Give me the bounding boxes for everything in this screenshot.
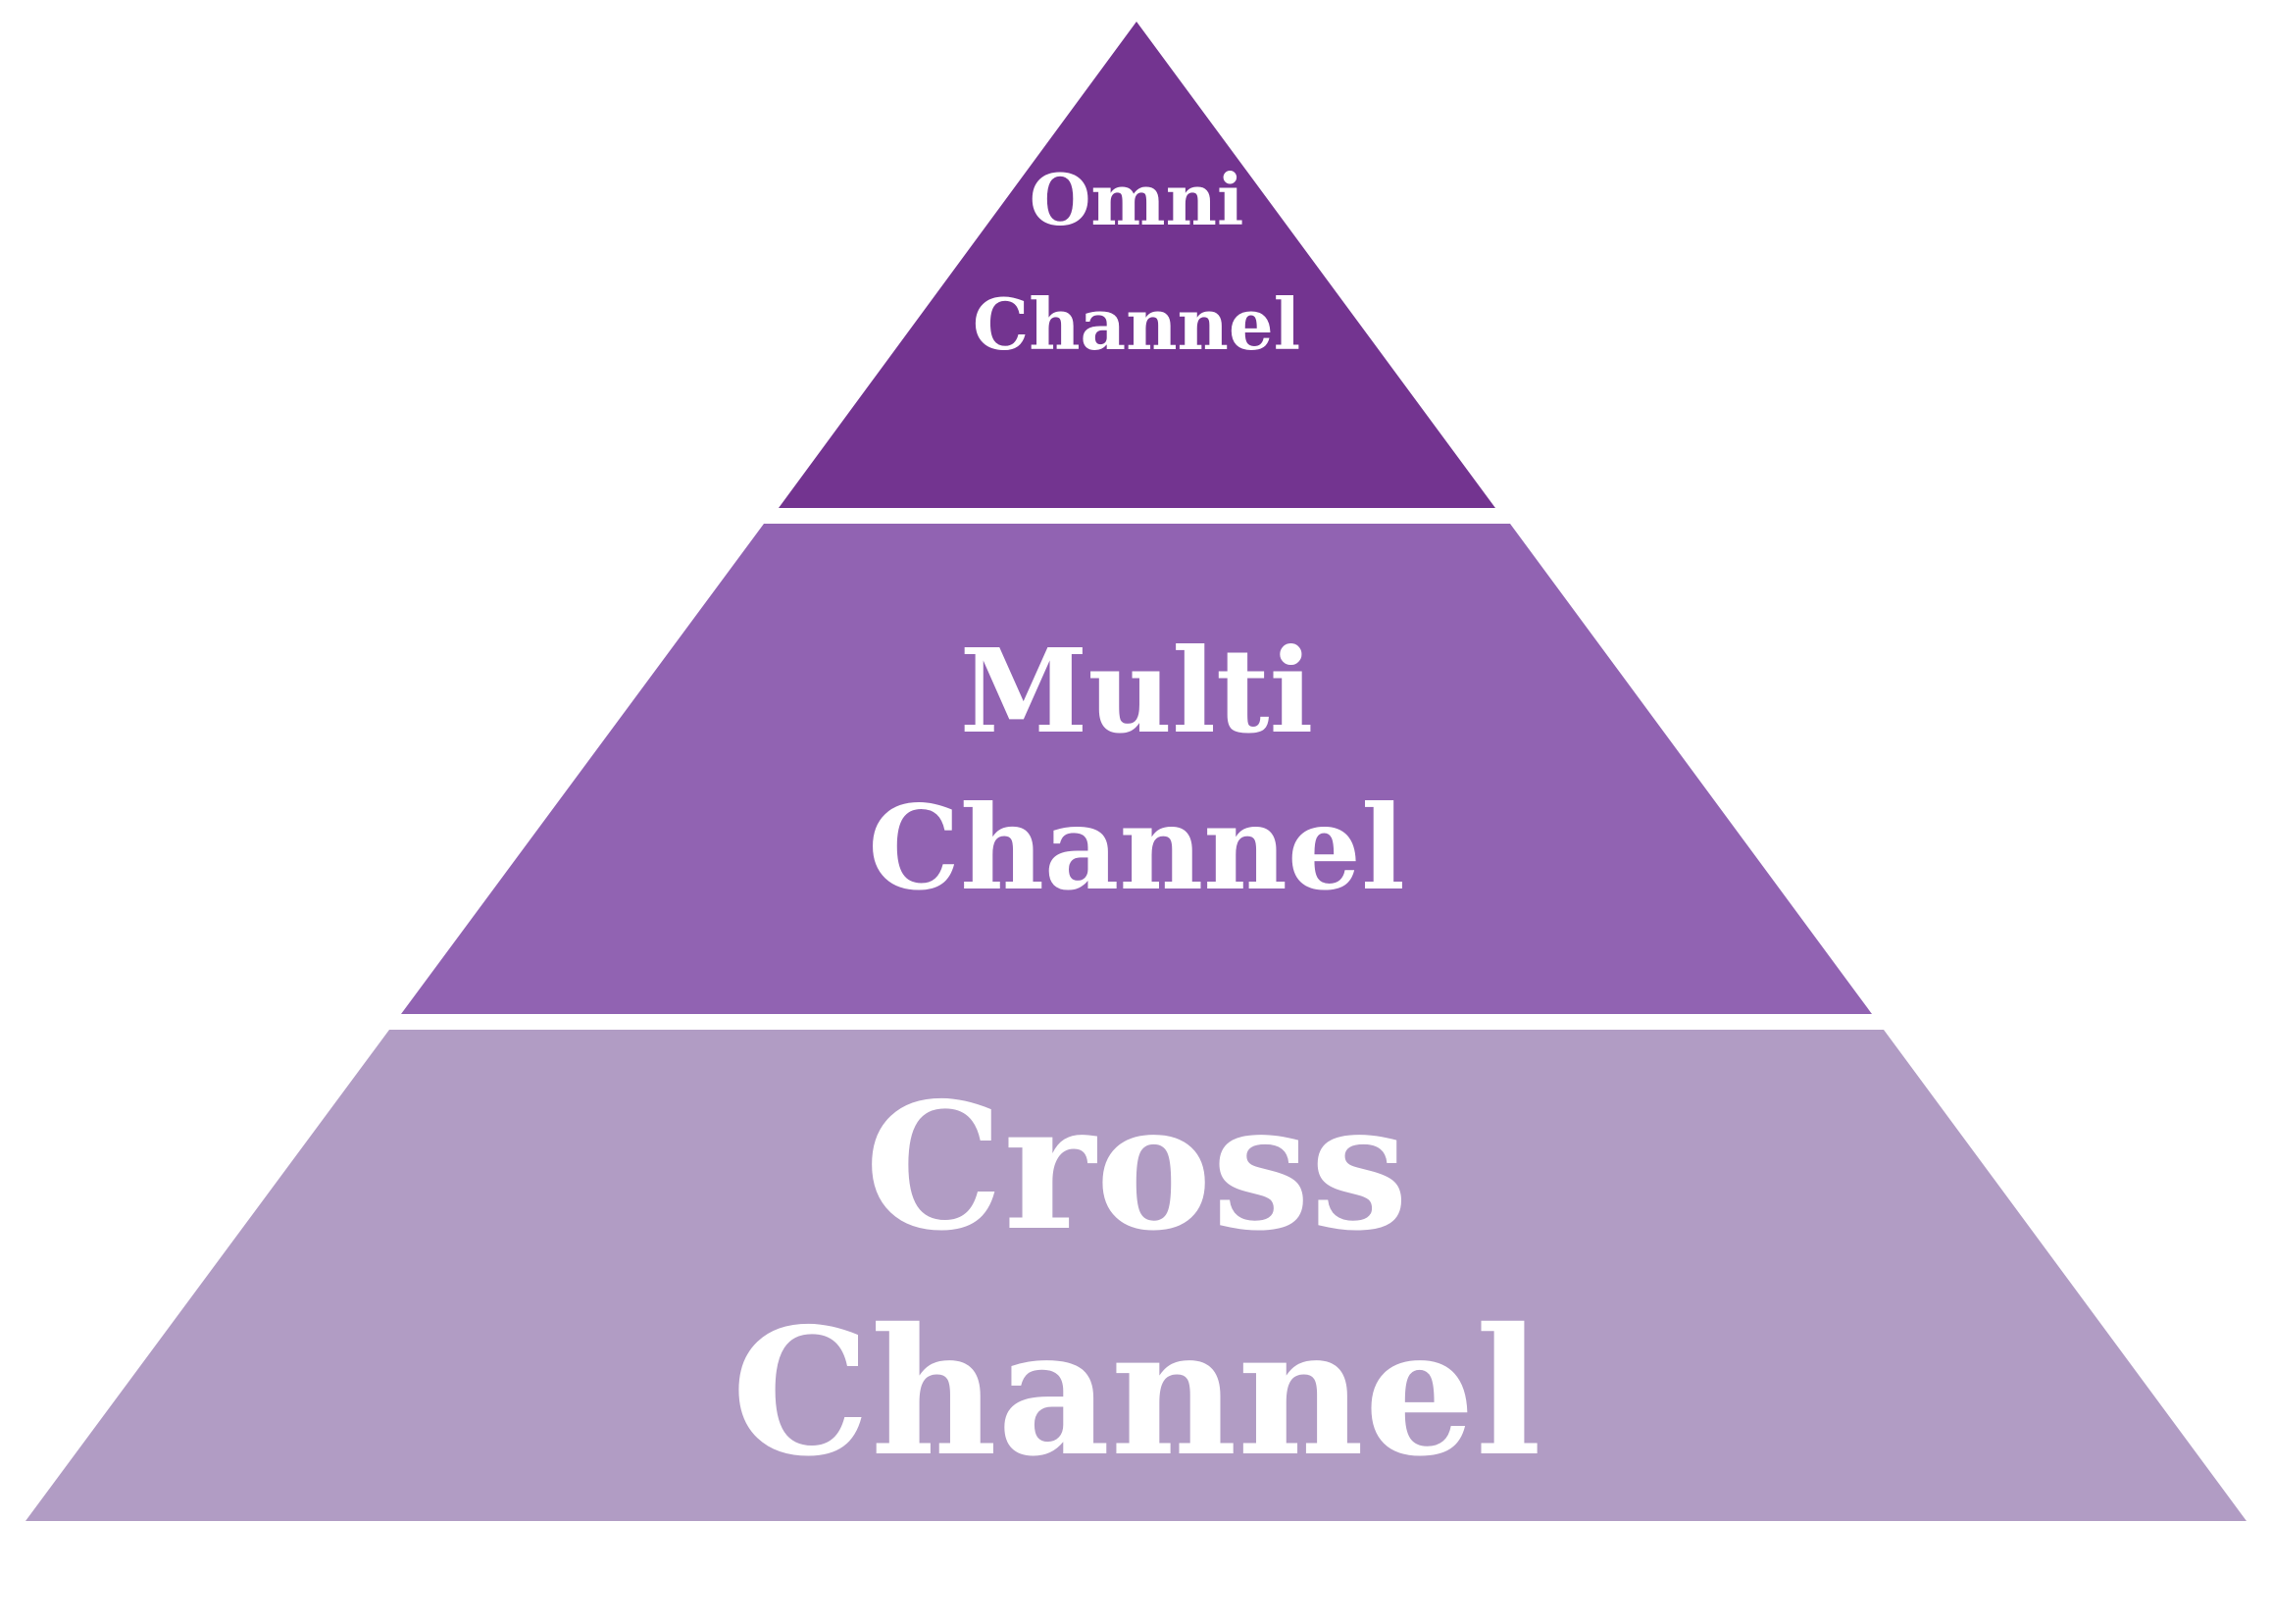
tier-multi-label-line2: Channel (868, 780, 1405, 916)
tier-cross-shape (25, 1030, 2247, 1521)
tier-cross-label-line2: Channel (732, 1290, 1541, 1495)
tier-multi: Multi Channel (401, 524, 1872, 1014)
tier-cross-label-line1: Cross (865, 1064, 1409, 1269)
tier-multi-label-line1: Multi (960, 623, 1314, 759)
tier-cross: Cross Channel (25, 1030, 2247, 1521)
tier-omni-label-line2: Channel (973, 282, 1300, 366)
tier-omni-label-line1: Omni (1030, 158, 1244, 241)
tier-omni: Omni Channel (779, 22, 1495, 508)
tier-multi-shape (401, 524, 1872, 1014)
tier-omni-shape (779, 22, 1495, 508)
